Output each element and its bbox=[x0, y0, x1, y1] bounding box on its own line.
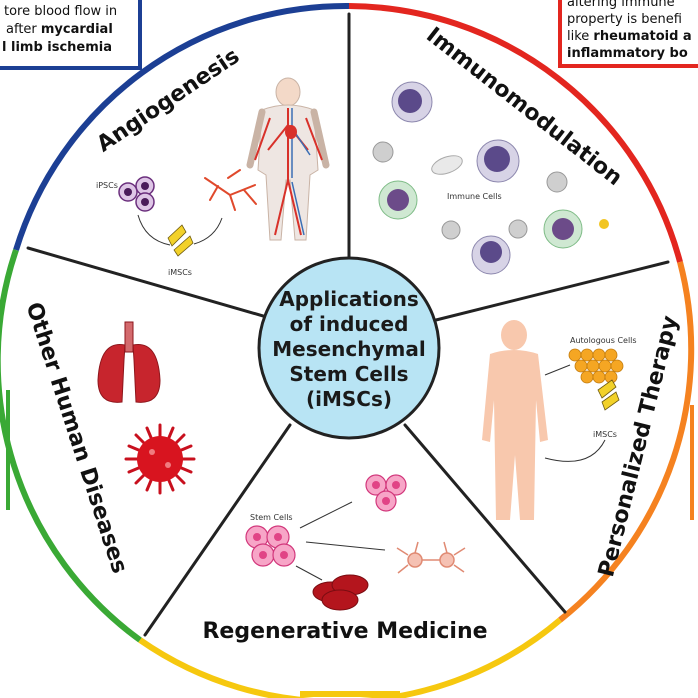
ring-arc-green bbox=[0, 249, 142, 643]
center-circle bbox=[257, 256, 441, 440]
divider-left bbox=[26, 246, 272, 320]
neuron-cells-icon bbox=[396, 541, 466, 574]
callout-red-line1: altering immune bbox=[567, 0, 675, 10]
callout-red-line3b: rheumatoid a bbox=[593, 29, 691, 44]
callout-blue-line3: l limb ischemia bbox=[2, 40, 112, 55]
callout-blue-line2a: after bbox=[6, 22, 41, 37]
lungs-icon bbox=[97, 321, 161, 403]
arrow-imsc-to-body bbox=[544, 439, 606, 462]
blood-vessels-icon bbox=[204, 169, 257, 211]
imsc-cells-angio bbox=[167, 224, 194, 257]
center-title: Applications of induced Mesenchymal Stem… bbox=[272, 287, 426, 411]
center-line-2: of induced bbox=[290, 312, 409, 336]
callout-blue-line1: tore blood flow in bbox=[4, 4, 117, 19]
svg-text:like rheumatoid a: like rheumatoid a bbox=[567, 29, 692, 44]
human-vascular-figure bbox=[246, 77, 330, 241]
human-body-figure bbox=[482, 320, 548, 520]
regen-arrows bbox=[295, 501, 386, 581]
callout-blue-line2b: mycardial bbox=[41, 22, 113, 37]
virus-icon bbox=[124, 423, 196, 495]
callout-blue: tore blood flow in after mycardial l lim… bbox=[0, 0, 142, 70]
stem-cells bbox=[245, 525, 296, 567]
arrow-imsc-to-vessels bbox=[193, 217, 223, 245]
autologous-cells bbox=[568, 348, 624, 384]
callout-red-line3a: like bbox=[567, 29, 593, 44]
segment-title-other-diseases: Other Human Diseases bbox=[21, 299, 132, 576]
segment-title-regenerative-medicine: Regenerative Medicine bbox=[202, 619, 487, 644]
ring-arc-yellow bbox=[138, 617, 562, 698]
label-autologous-cells: Autologous Cells bbox=[570, 336, 637, 345]
pink-cells bbox=[365, 474, 407, 512]
pink-cell-nuclei bbox=[372, 481, 400, 505]
stem-cell-nuclei bbox=[253, 533, 288, 559]
center-line-4: Stem Cells bbox=[289, 362, 408, 386]
center-line-1: Applications bbox=[279, 287, 418, 311]
callout-red-line2: property is benefi bbox=[567, 12, 682, 27]
label-imscs-personal: iMSCs bbox=[593, 430, 617, 439]
ipsc-cells bbox=[118, 176, 155, 212]
divider-right bbox=[426, 260, 670, 324]
callout-red: altering immune property is benefi like … bbox=[558, 0, 698, 68]
center-line-5: (iMSCs) bbox=[306, 387, 392, 411]
center-line-3: Mesenchymal bbox=[272, 337, 426, 361]
svg-text:after mycardial: after mycardial bbox=[6, 22, 113, 37]
arrow-ipsc-to-imsc bbox=[137, 214, 171, 246]
label-stem-cells: Stem Cells bbox=[250, 513, 293, 522]
callout-red-line4: inflammatory bo bbox=[567, 46, 688, 61]
red-blood-cells bbox=[312, 574, 369, 611]
immune-cells-group bbox=[372, 81, 609, 275]
label-imscs-angio: iMSCs bbox=[168, 268, 192, 277]
ring-arc-blue bbox=[13, 2, 350, 251]
segment-dividers bbox=[26, 12, 670, 637]
ring-arc-orange bbox=[558, 261, 695, 623]
divider-bottom-left bbox=[143, 423, 292, 637]
label-immune-cells: Immune Cells bbox=[447, 192, 502, 201]
imsc-cells-personal bbox=[597, 379, 620, 411]
arrow-body-to-autologous bbox=[544, 364, 571, 376]
divider-bottom-right bbox=[403, 423, 567, 614]
label-ipscs: iPSCs bbox=[96, 181, 118, 190]
ring-arc-red bbox=[348, 3, 683, 263]
